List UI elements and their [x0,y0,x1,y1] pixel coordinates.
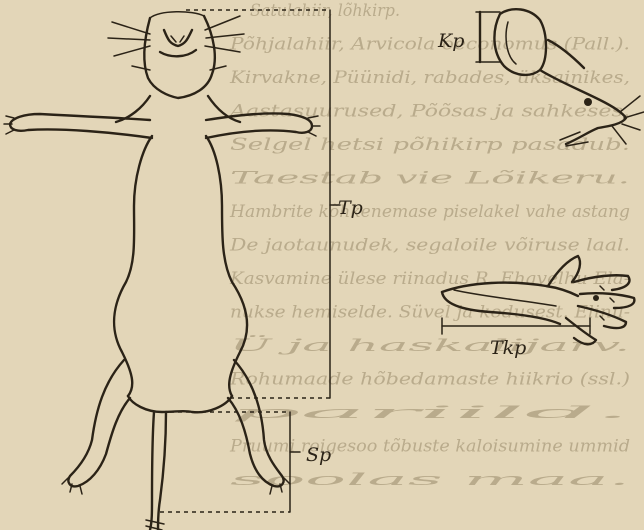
background-text-line: Põhjalahiir, Arvicola oeconomus (Pall.). [229,35,630,55]
background-text-line: Taestab vie Lõikeru. [230,169,630,189]
background-text-line: Kasvamine ülese riinadus R. Ehavelhu Ela… [229,269,630,289]
background-text-line: Satulahiir, lõhkirp. [250,1,400,21]
background-text-line: Aastasuurused, Põõsas ja sahkeses. [227,102,630,122]
background-text-layer: Satulahiir, lõhkirp. Põhjalahiir, Arvicol… [227,1,630,490]
mouse-body-left-outline [114,96,152,396]
left-forelimb [10,114,152,138]
background-text-line: Pruumi roigesoo tõbuste kaloisumine ummi… [229,437,630,457]
background-text-line: Ü ja haskalijarv. [230,335,630,356]
background-text-line: Rohumaade hõbedamaste hiikrio (ssl.) [229,370,630,390]
background-text-line: Hambrite kõhkenemase piselakel vahe asta… [229,202,630,222]
left-hindlimb [68,360,130,486]
tail-length-label: Sp [306,444,331,466]
ear-length-label: Kp [437,30,464,52]
hind-foot-length-label: Tkp [490,337,526,359]
body-length-label: Tp [338,197,363,219]
background-text-line: nukse hemiselde. Süvel ja kodusest. Elin… [230,303,630,323]
background-text-line: De jaotaunudek, segaloile võiruse laal. [229,236,630,256]
